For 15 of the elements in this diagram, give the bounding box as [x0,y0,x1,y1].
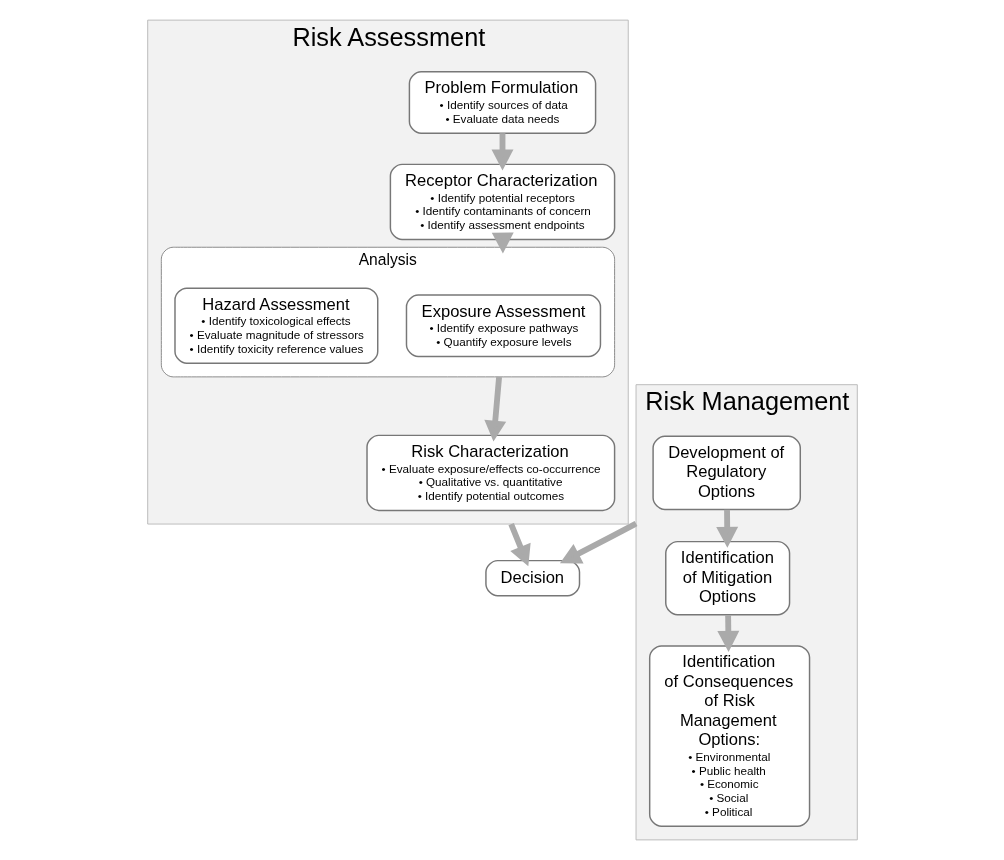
arrow [715,509,738,548]
node-box: Development of Regulatory Options [651,435,801,511]
arrow [507,522,531,567]
arrow [483,376,506,442]
arrow [491,232,514,254]
node-box: Decision [484,559,580,597]
node-box: Identification of Mitigation Options [664,540,790,616]
node-box: Exposure Assessment • Identify exposure pathways • Quantify exposure levels [405,294,601,358]
arrow [716,614,739,652]
node-box: Risk Characterization • Evaluate exposure/effects co-occurrence • Qualitative vs. quantitative • Identify potential outcomes [365,434,615,512]
node-box: Problem Formulation • Identify sources of data • Evaluate data needs [408,71,596,134]
node-box: Hazard Assessment • Identify toxicological effects • Evaluate magnitude of stressors • Identify toxicity reference values [173,287,378,364]
arrow [491,133,513,171]
arrow [559,520,638,564]
node-box: Identification of Consequences of Risk Management Options: • Environmental • Public health • Economic • Social • Political [648,645,810,827]
